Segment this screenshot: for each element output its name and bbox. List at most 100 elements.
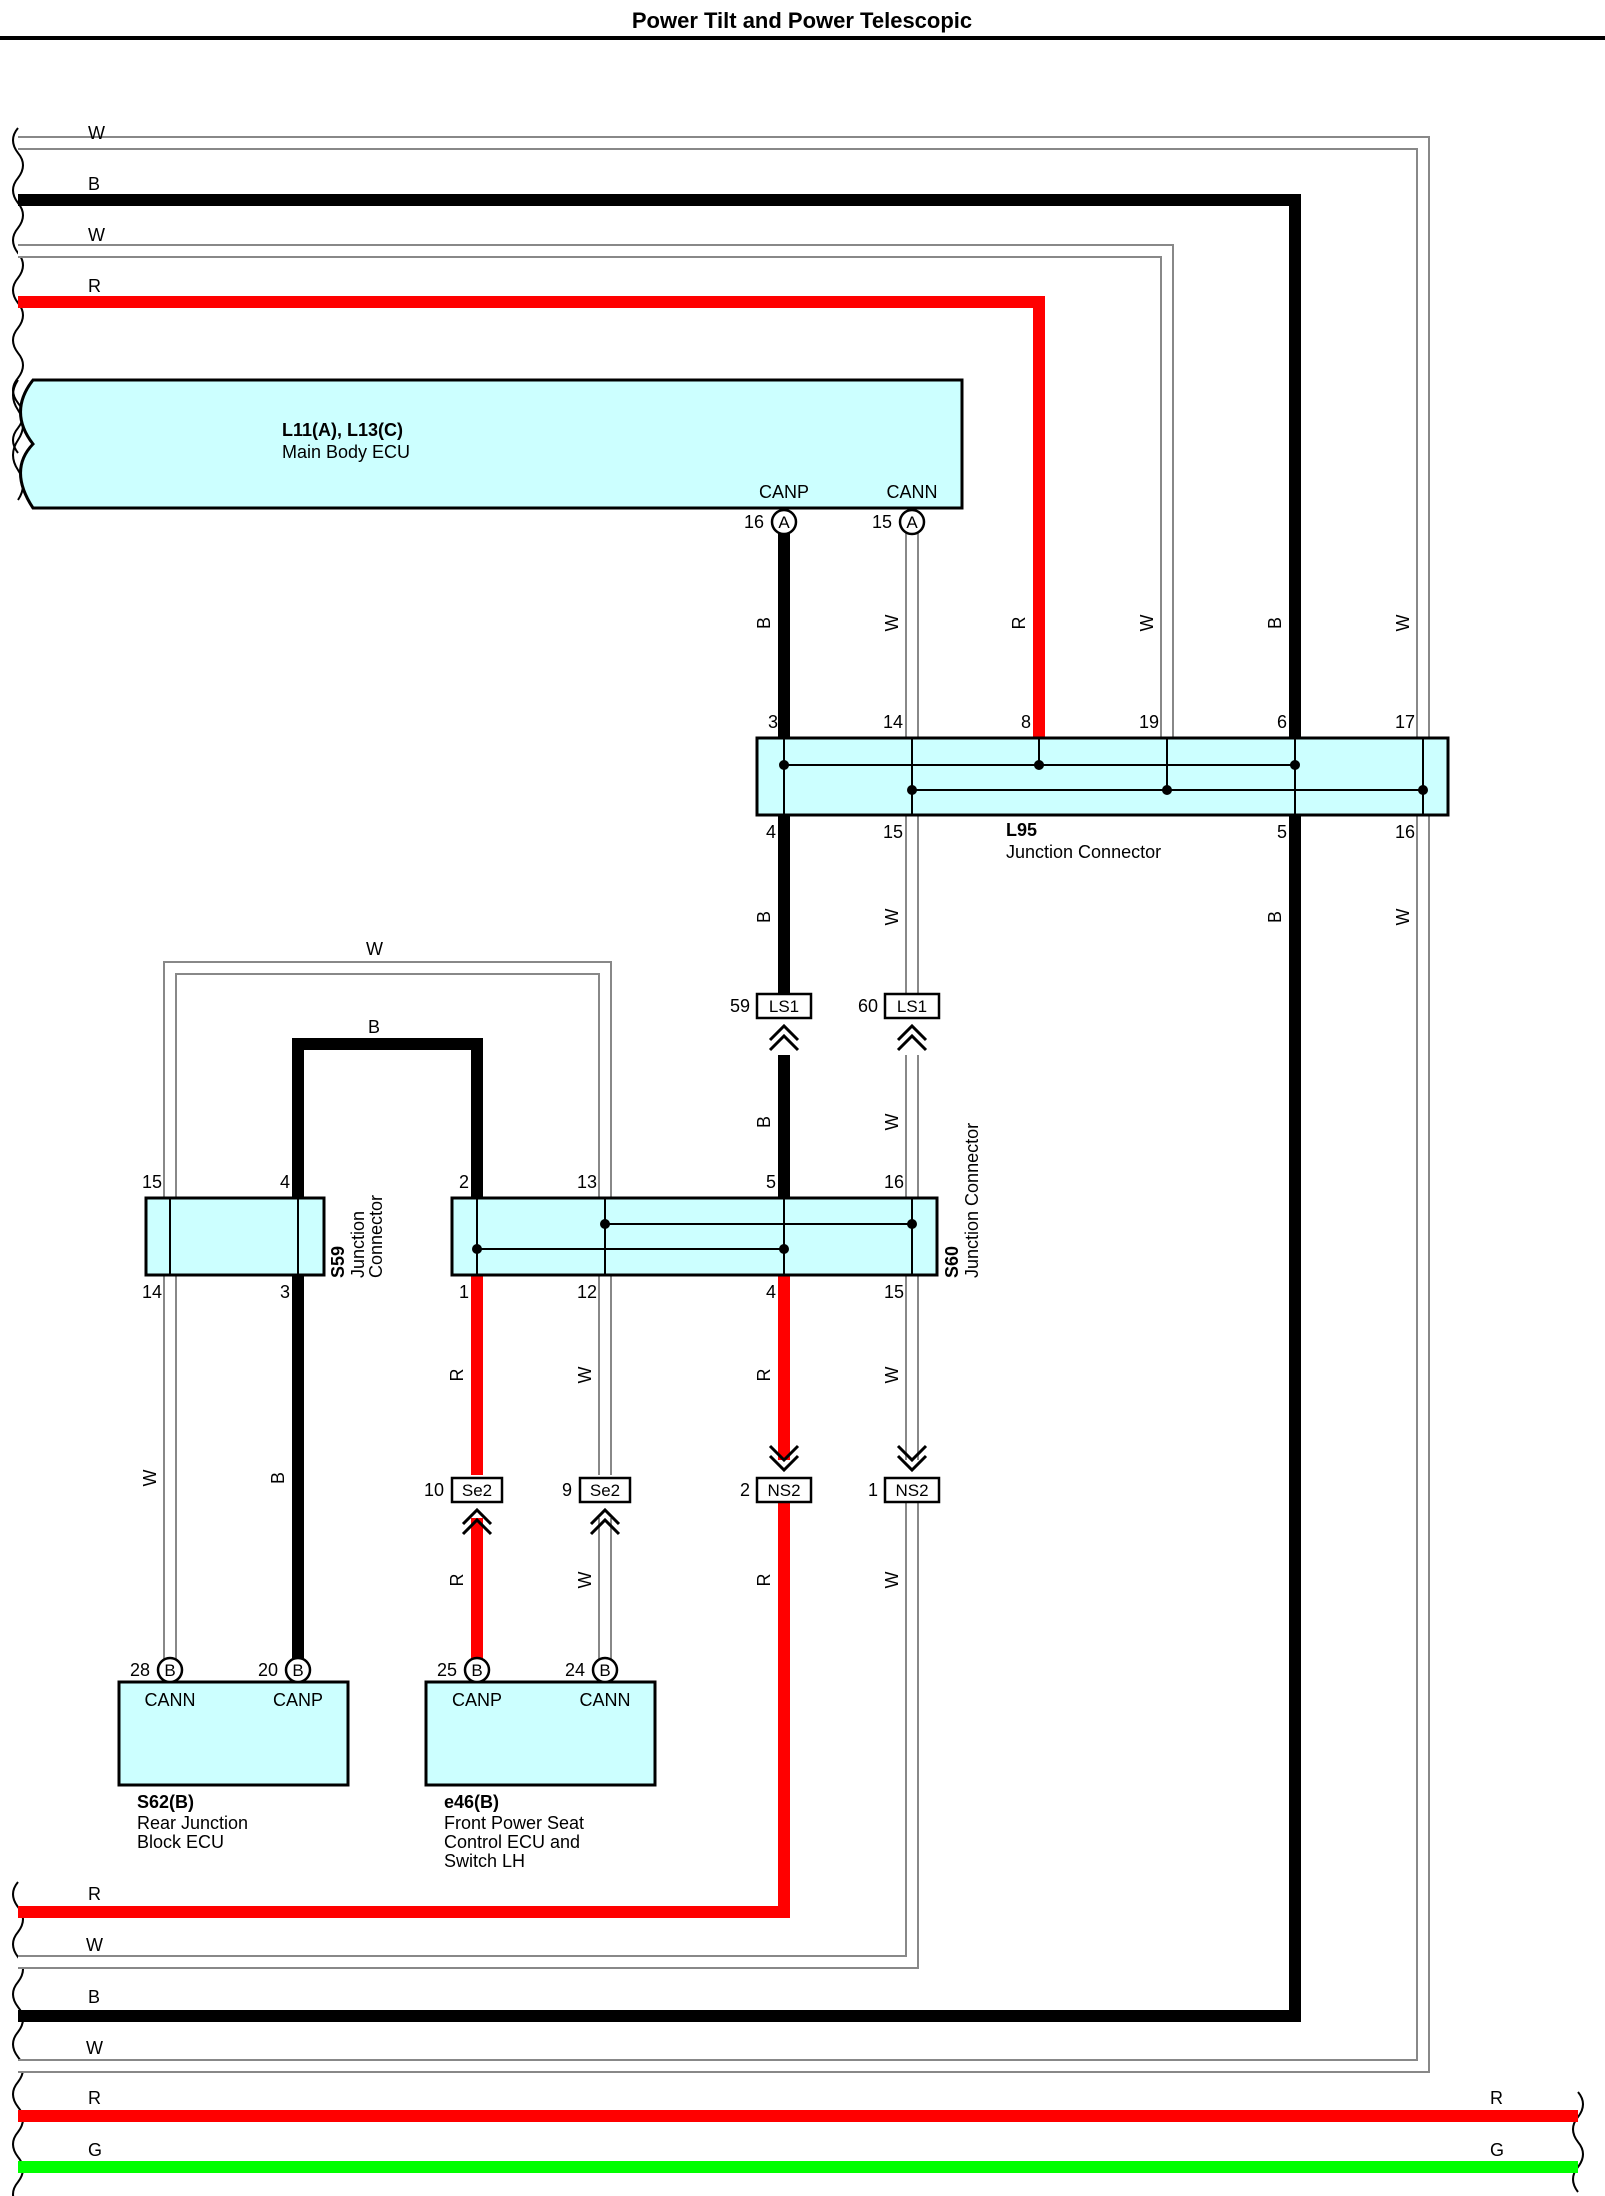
wire-label-b: B — [88, 174, 100, 194]
wire-w-outer-loop — [18, 136, 1430, 2073]
wire-r-s60-4-bottom — [18, 1272, 790, 1918]
s62-name-line1: Rear Junction — [137, 1813, 248, 1833]
wire-w-s59-s60-loop — [163, 961, 612, 1200]
pin-number: 4 — [280, 1172, 290, 1192]
wire-label-w: W — [575, 1367, 595, 1384]
connector-ls1-59: LS1 59 — [730, 992, 813, 1052]
connector-a-terminal — [770, 508, 798, 536]
s60-junction-connector: 2 13 5 16 1 12 4 15 S60 Junction Connect… — [450, 1123, 982, 1302]
pin-number: 14 — [142, 1282, 162, 1302]
connector-b-terminal — [284, 1656, 312, 1684]
pin-number: 15 — [883, 822, 903, 842]
connector-ns2-1: NS2 1 — [868, 1444, 941, 1504]
wire-label-r: R — [447, 1369, 467, 1382]
connector-se2-label: Se2 — [590, 1481, 620, 1500]
wire-label-b: B — [754, 911, 774, 923]
pin-number: 15 — [142, 1172, 162, 1192]
wire-label-w: W — [86, 2038, 103, 2058]
pin-number: 16 — [884, 1172, 904, 1192]
wire-label-r: R — [754, 1369, 774, 1382]
wire-label-w: W — [88, 225, 105, 245]
wire-label-r: R — [447, 1574, 467, 1587]
e46-name-line3: Switch LH — [444, 1851, 525, 1871]
wire-r-top-l95-8 — [18, 296, 1045, 741]
main-body-ecu: L11(A), L13(C) Main Body ECU CANP CANN A… — [19, 378, 964, 536]
wire-label-w: W — [882, 615, 902, 632]
left-break-marks — [12, 127, 24, 2196]
pin-number: 16 — [744, 512, 764, 532]
connector-b-letter: B — [471, 1661, 482, 1680]
connector-ns2-2: NS2 2 — [740, 1444, 813, 1504]
wire-w-l95-19 — [18, 244, 1174, 741]
pin-number: 4 — [766, 822, 776, 842]
connector-ls1-label: LS1 — [769, 997, 799, 1016]
main-body-ecu-canp: CANP — [759, 482, 809, 502]
s60-box — [450, 1196, 939, 1277]
pin-number: 15 — [884, 1282, 904, 1302]
main-body-ecu-name: Main Body ECU — [282, 442, 410, 462]
l95-name: Junction Connector — [1006, 842, 1161, 862]
pin-number: 5 — [1277, 822, 1287, 842]
s59-name-line1: Junction — [348, 1211, 368, 1278]
wire-label-w: W — [140, 1470, 160, 1487]
pin-number: 9 — [562, 1480, 572, 1500]
wire-label-r: R — [1490, 2088, 1503, 2108]
connector-ls1-60: LS1 60 — [858, 992, 941, 1052]
pin-number: 16 — [1395, 822, 1415, 842]
pin-number: 20 — [258, 1660, 278, 1680]
wire-label-r: R — [88, 276, 101, 296]
wire-label-r: R — [88, 1884, 101, 1904]
wire-label-g: G — [88, 2140, 102, 2160]
wire-label-r: R — [754, 1574, 774, 1587]
pin-number: 6 — [1277, 712, 1287, 732]
pin-number: 12 — [577, 1282, 597, 1302]
pin-number: 3 — [280, 1282, 290, 1302]
pin-number: 17 — [1395, 712, 1415, 732]
s59-code: S59 — [328, 1246, 348, 1278]
pin-number: 8 — [1021, 712, 1031, 732]
connector-b-terminal — [591, 1656, 619, 1684]
pin-number: 1 — [868, 1480, 878, 1500]
connector-ls1-label: LS1 — [897, 997, 927, 1016]
wire-label-b: B — [1265, 617, 1285, 629]
connector-a-terminal — [898, 508, 926, 536]
main-body-ecu-cann: CANN — [886, 482, 937, 502]
l95-box — [755, 736, 1450, 817]
e46-name-line2: Control ECU and — [444, 1832, 580, 1852]
e46-box — [424, 1680, 657, 1787]
s62-rear-junction-block-ecu: B B 28 20 CANN CANP S62(B) Rear Junction… — [117, 1656, 350, 1852]
s59-name-line2: Connector — [366, 1195, 386, 1278]
wire-label-r: R — [88, 2088, 101, 2108]
pin-number: 59 — [730, 996, 750, 1016]
e46-name-line1: Front Power Seat — [444, 1813, 584, 1833]
s62-canp-label: CANP — [273, 1690, 323, 1710]
pin-number: 25 — [437, 1660, 457, 1680]
l95-code: L95 — [1006, 820, 1037, 840]
wire-label-b: B — [268, 1472, 288, 1484]
connector-b-letter: B — [292, 1661, 303, 1680]
wire-label-b: B — [368, 1017, 380, 1037]
pin-number: 1 — [459, 1282, 469, 1302]
wire-label-w: W — [88, 123, 105, 143]
page-title: Power Tilt and Power Telescopic — [632, 8, 972, 33]
pin-number: 5 — [766, 1172, 776, 1192]
e46-code: e46(B) — [444, 1792, 499, 1812]
main-body-ecu-box — [19, 378, 964, 510]
wire-w-s60-15-bottom — [18, 1272, 919, 1969]
s62-box — [117, 1680, 350, 1787]
connector-ns2-label: NS2 — [767, 1481, 800, 1500]
s62-cann-label: CANN — [144, 1690, 195, 1710]
connector-a-letter: A — [906, 513, 918, 532]
s60-code: S60 — [942, 1246, 962, 1278]
pin-number: 13 — [577, 1172, 597, 1192]
s62-name-line2: Block ECU — [137, 1832, 224, 1852]
s59-junction-connector: 15 4 14 3 S59 Junction Connector — [142, 1172, 386, 1302]
l95-junction-connector: 3 14 8 19 6 17 4 15 5 16 L95 Junction Co… — [755, 712, 1450, 862]
wire-label-b: B — [88, 1987, 100, 2007]
wire-label-w: W — [882, 909, 902, 926]
pin-number: 2 — [740, 1480, 750, 1500]
e46-cann-label: CANN — [579, 1690, 630, 1710]
wire-label-g: G — [1490, 2140, 1504, 2160]
wire-label-r: R — [1009, 617, 1029, 630]
